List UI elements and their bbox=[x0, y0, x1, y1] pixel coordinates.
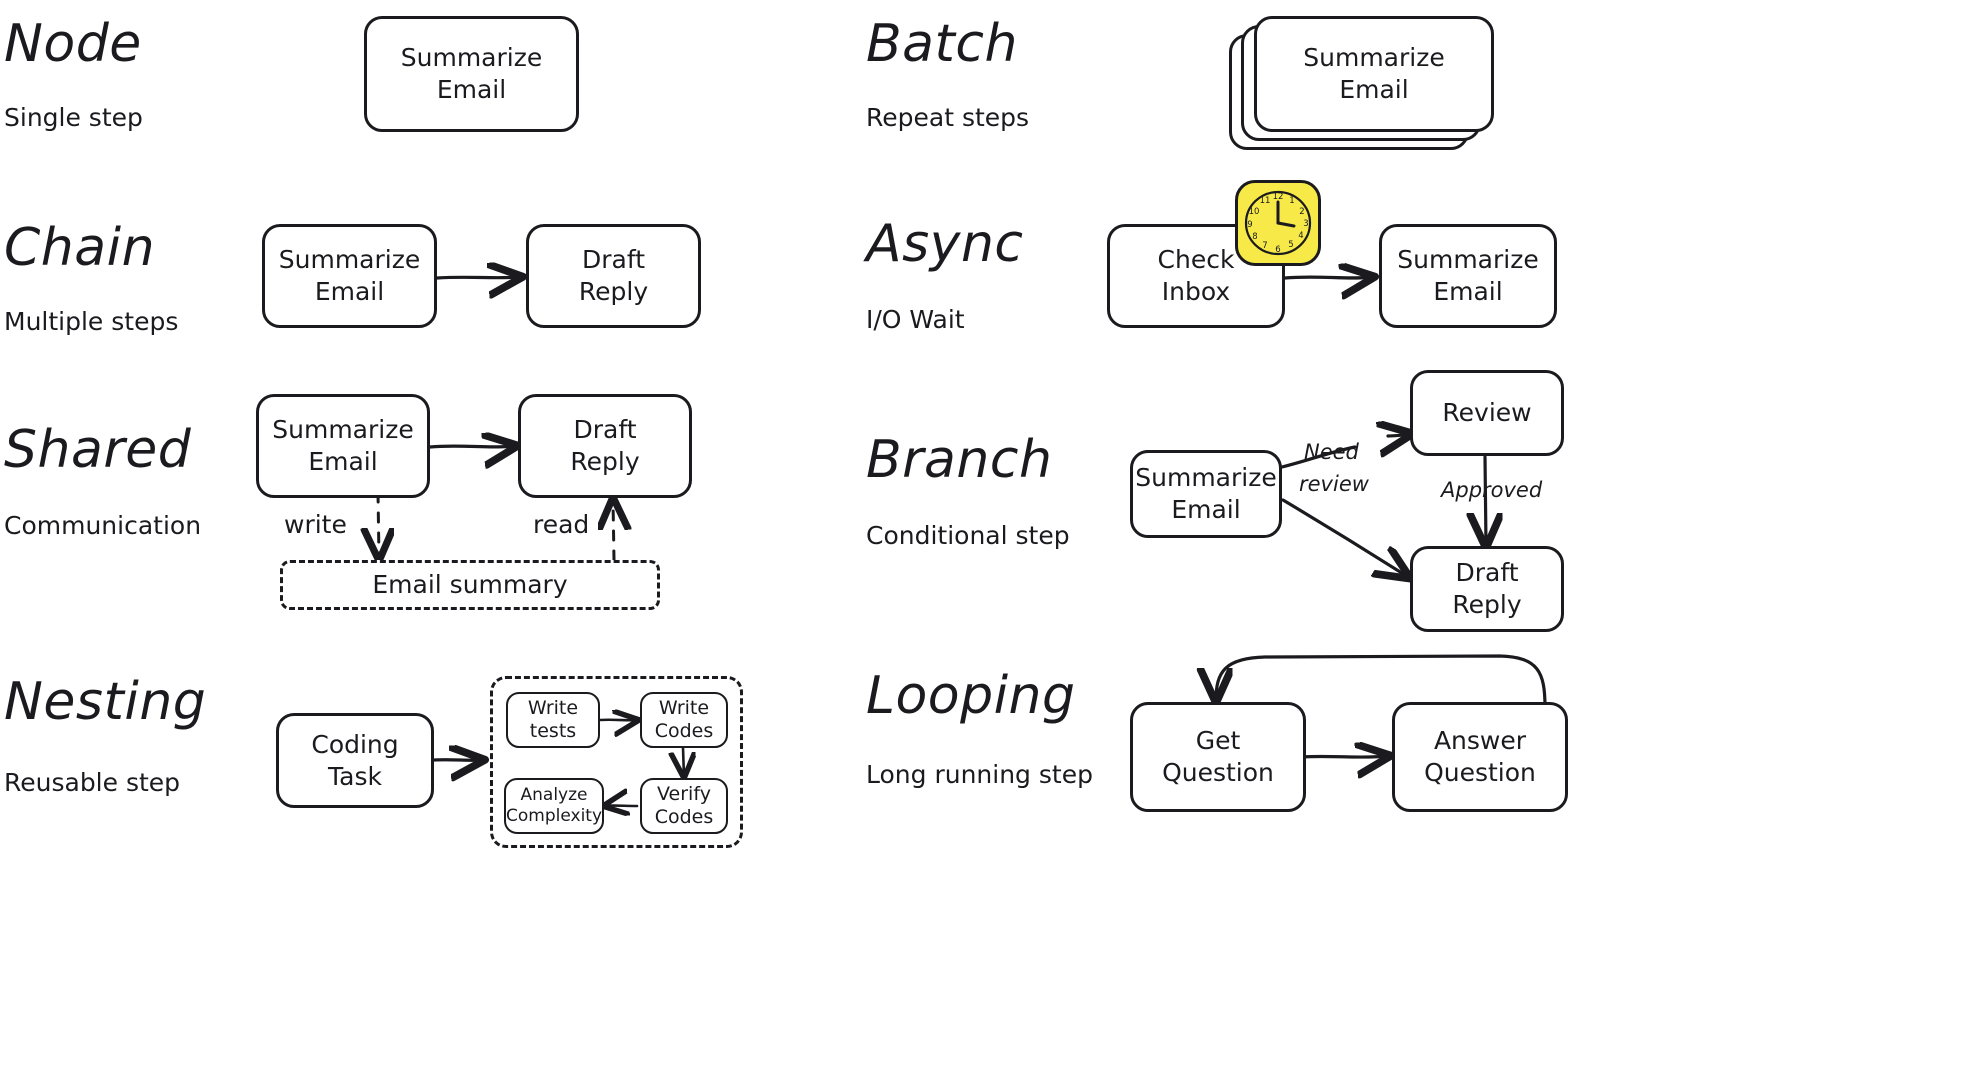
node-shared-email-summary-store[interactable]: Email summary bbox=[280, 560, 660, 610]
pattern-subtitle-shared: Communication bbox=[4, 511, 202, 540]
node-branch-review[interactable]: Review bbox=[1410, 370, 1564, 456]
pattern-subtitle-node: Single step bbox=[4, 103, 143, 132]
pattern-title-shared: Shared bbox=[4, 420, 192, 480]
pattern-title-chain: Chain bbox=[4, 218, 156, 278]
node-looping-get-question[interactable]: Get Question bbox=[1130, 702, 1306, 812]
node-shared-draft-reply[interactable]: Draft Reply bbox=[518, 394, 692, 498]
pattern-title-looping: Looping bbox=[866, 666, 1076, 726]
svg-text:10: 10 bbox=[1249, 207, 1260, 217]
pattern-title-batch: Batch bbox=[866, 14, 1018, 74]
pattern-subtitle-looping: Long running step bbox=[866, 760, 1093, 789]
edge-chain-summarize-to-draft bbox=[435, 277, 520, 278]
edge-async-check-to-summarize bbox=[1283, 277, 1372, 278]
svg-text:2: 2 bbox=[1299, 207, 1304, 217]
pattern-title-nesting: Nesting bbox=[4, 672, 207, 732]
svg-text:6: 6 bbox=[1275, 245, 1280, 255]
edge-looping-loop-back bbox=[1216, 654, 1547, 709]
node-nesting-verify-codes[interactable]: Verify Codes bbox=[640, 778, 728, 834]
pattern-subtitle-nesting: Reusable step bbox=[4, 768, 181, 797]
edge-label-write: write bbox=[284, 510, 347, 539]
svg-text:4: 4 bbox=[1298, 231, 1303, 241]
svg-text:11: 11 bbox=[1260, 196, 1271, 206]
svg-text:8: 8 bbox=[1252, 232, 1257, 242]
pattern-title-node: Node bbox=[4, 14, 142, 74]
node-nesting-write-codes[interactable]: Write Codes bbox=[640, 692, 728, 748]
node-nesting-analyze-complexity[interactable]: Analyze Complexity bbox=[504, 778, 604, 834]
pattern-subtitle-branch: Conditional step bbox=[866, 521, 1070, 550]
edge-shared-summarize-to-draft bbox=[428, 446, 515, 447]
pattern-title-branch: Branch bbox=[866, 430, 1053, 490]
edge-branch-direct bbox=[1281, 498, 1408, 577]
node-shared-summarize-email[interactable]: Summarize Email bbox=[256, 394, 430, 498]
clock-icon: 12 1 2 3 4 5 6 7 8 9 10 11 bbox=[1235, 180, 1321, 266]
edge-nesting-task-to-group bbox=[432, 760, 482, 761]
node-async-check-inbox[interactable]: Check Inbox bbox=[1107, 224, 1285, 328]
nesting-subgraph-group bbox=[490, 676, 743, 848]
edge-label-approved: Approved bbox=[1441, 478, 1543, 502]
pattern-title-async: Async bbox=[866, 214, 1024, 274]
svg-text:9: 9 bbox=[1247, 220, 1252, 230]
edge-label-need: Need bbox=[1304, 440, 1359, 464]
svg-text:7: 7 bbox=[1262, 241, 1267, 251]
pattern-subtitle-batch: Repeat steps bbox=[866, 103, 1030, 132]
node-looping-answer-question[interactable]: Answer Question bbox=[1392, 702, 1568, 812]
svg-text:1: 1 bbox=[1289, 196, 1294, 206]
node-chain-draft-reply[interactable]: Draft Reply bbox=[526, 224, 701, 328]
node-chain-summarize-email[interactable]: Summarize Email bbox=[262, 224, 437, 328]
edge-looping-get-to-answer bbox=[1301, 756, 1388, 757]
node-summarize-email[interactable]: Summarize Email bbox=[364, 16, 579, 132]
node-branch-summarize-email[interactable]: Summarize Email bbox=[1130, 450, 1282, 538]
edge-shared-write bbox=[378, 491, 379, 558]
svg-text:12: 12 bbox=[1273, 192, 1284, 202]
pattern-subtitle-chain: Multiple steps bbox=[4, 307, 179, 336]
edge-shared-read bbox=[613, 500, 614, 562]
pattern-subtitle-async: I/O Wait bbox=[866, 305, 965, 334]
svg-text:5: 5 bbox=[1288, 240, 1293, 250]
edge-label-review: review bbox=[1299, 472, 1369, 496]
node-batch-summarize-email[interactable]: Summarize Email bbox=[1254, 16, 1494, 132]
node-async-summarize-email[interactable]: Summarize Email bbox=[1379, 224, 1557, 328]
node-nesting-coding-task[interactable]: Coding Task bbox=[276, 713, 434, 808]
node-branch-draft-reply[interactable]: Draft Reply bbox=[1410, 546, 1564, 632]
edge-label-read: read bbox=[533, 510, 590, 539]
svg-text:3: 3 bbox=[1303, 219, 1308, 229]
node-nesting-write-tests[interactable]: Write tests bbox=[506, 692, 600, 748]
